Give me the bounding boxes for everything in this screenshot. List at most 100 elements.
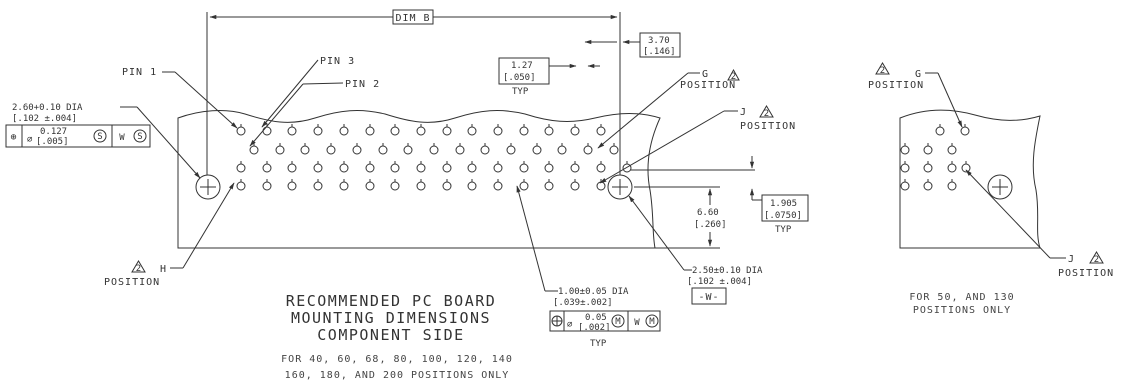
pin-hole [519,126,529,136]
flag-number-j-small: 2 [1094,255,1099,265]
pin-2-leader [302,82,344,85]
dim-660-value-in: [.260] [694,220,727,230]
pin-hole [365,181,375,191]
flag-triangle-h [131,260,146,273]
pin-hole [326,145,336,155]
dim-b-label: DIM B [395,13,430,24]
flag-triangle-j-small [1089,251,1104,264]
board-outline-small [899,109,1041,249]
pin-hole [249,145,259,155]
pin-hole [570,163,580,173]
g-position-label: POSITION [680,80,736,91]
j-leader-small-angled [965,169,1051,259]
pin-3-leader [261,59,319,128]
pin-hole [570,126,580,136]
hole-right-dia-leader [628,195,685,271]
pin-hole [467,126,477,136]
note-small-line-1: FOR 50, AND 130 [909,292,1014,303]
datum-w-label: -W- [698,292,719,303]
feature-control-frame-pin: ⌀ 0.05 [.002] M W M [549,310,661,333]
pin-hole-small [923,145,933,155]
dim-1905-typ: TYP [775,225,792,235]
pin-hole [403,145,413,155]
hole-left-dia-label-in: [.102 ±.004] [12,114,77,124]
pin-hole [339,181,349,191]
pin-hole [442,126,452,136]
pin-hole [275,145,285,155]
hole-right-dia-label-in: [.102 ±.004] [687,277,752,287]
pin-hole [287,163,297,173]
flag-number-h: 2 [136,264,141,274]
g-leader-angled [597,72,689,149]
pin-hole [570,181,580,191]
pin-hole [262,126,272,136]
pin-dia-label: 1.00±0.05 DIA [558,287,629,297]
g-position-label-small: POSITION [868,80,924,91]
pin-hole-small [961,163,971,173]
pin-hole [390,126,400,136]
pin-fcf-typ: TYP [590,339,607,349]
pin-hole-small [900,181,910,191]
svg-text:[.002]: [.002] [578,323,611,333]
dim-370-value-in: [.146] [643,47,676,57]
pin-hole [365,163,375,173]
svg-text:⌀: ⌀ [567,320,573,330]
pitch-box [498,57,550,85]
pin-hole [416,163,426,173]
pin-hole [300,145,310,155]
pin-hole-small [947,163,957,173]
g-label: G [702,69,709,80]
svg-text:S: S [137,132,142,142]
flag-triangle-g [727,68,740,81]
pitch-typ: TYP [512,87,529,97]
j-leader-main-angled [599,110,725,184]
pin-hole [609,145,619,155]
pin-hole [519,163,529,173]
title-line-2: MOUNTING DIMENSIONS [291,309,491,327]
pin-hole-small [947,145,957,155]
flag-number-g: 2 [731,72,736,82]
pin-hole [596,181,606,191]
hole-left-dia-leader-angled [136,106,201,179]
pin-hole [596,163,606,173]
pin-hole [416,181,426,191]
feature-control-frame-left: ⊕ ⌀ 0.127 [.005] S W S [5,124,151,148]
pin-hole [352,145,362,155]
j-position-label-main: POSITION [740,121,796,132]
pin-hole [544,181,554,191]
pin-hole-small [923,181,933,191]
svg-text:⊕: ⊕ [10,132,17,143]
pin-1-leader-angled [174,71,238,129]
pin-hole [236,181,246,191]
pin-hole [378,145,388,155]
dim-370-value: 3.70 [648,36,670,46]
pin-hole-small [900,163,910,173]
pin-hole-small [947,181,957,191]
pin-hole-small [935,126,945,136]
pin-hole [262,163,272,173]
pin-hole-grid-main [236,124,632,191]
pin-hole [339,126,349,136]
pin-hole [287,181,297,191]
pin-hole [557,145,567,155]
pin-hole [467,163,477,173]
pin-hole [390,163,400,173]
h-position-label: POSITION [104,277,160,288]
svg-text:[.005]: [.005] [36,137,69,147]
pin-hole [493,163,503,173]
pin-hole [596,126,606,136]
note-main-line-1: FOR 40, 60, 68, 80, 100, 120, 140 [281,354,513,365]
flag-number-j-main: 2 [764,109,769,119]
h-leader-angled [182,182,235,269]
pin-hole [493,126,503,136]
pin-hole [442,163,452,173]
dim-1905-value-in: [.0750] [764,211,802,221]
pitch-value-in: [.050] [503,73,536,83]
svg-text:W: W [119,133,125,143]
pin-2-label: PIN 2 [345,79,380,90]
pin-hole [519,181,529,191]
pin-hole-small [900,145,910,155]
pin-hole [467,181,477,191]
pin-hole [429,145,439,155]
